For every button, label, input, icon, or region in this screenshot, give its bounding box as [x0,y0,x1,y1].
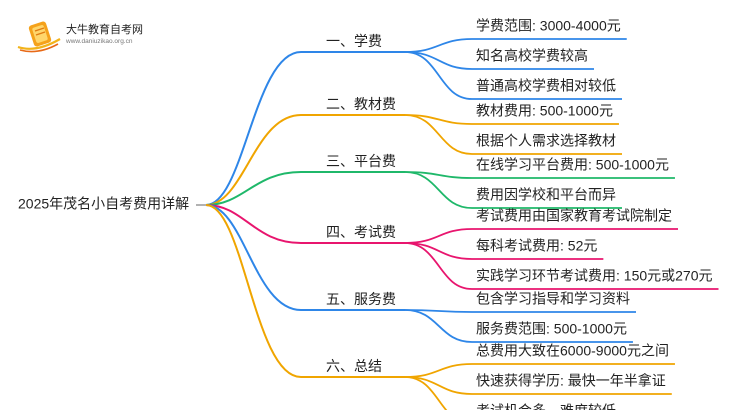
leaf-label: 学费范围: 3000-4000元 [476,18,621,34]
leaf-connector [404,114,473,155]
leaf-connector [404,242,473,290]
leaf-label: 考试费用由国家教育考试院制定 [476,208,672,224]
branch-label: 六、总结 [326,358,382,374]
leaf-connector [404,376,448,410]
branch-label: 五、服务费 [326,291,396,307]
leaf-label: 服务费范围: 500-1000元 [476,321,627,337]
branch-connector [205,171,405,206]
leaf-connector [404,51,473,100]
branch-label: 四、考试费 [326,224,396,240]
leaf-label: 实践学习环节考试费用: 150元或270元 [476,268,713,284]
branch-label: 二、教材费 [326,96,396,112]
leaf-label: 费用因学校和平台而异 [476,187,616,203]
logo-site-url: www.daniuzikao.org.cn [66,38,133,45]
leaf-label: 知名高校学费较高 [476,48,588,64]
book-logo-icon [17,21,61,53]
leaf-label: 普通高校学费相对较低 [476,78,616,94]
leaf-connector [404,228,473,244]
leaf-connector [404,309,473,343]
leaf-label: 根据个人需求选择教材 [476,133,616,149]
leaf-connector [404,363,473,378]
logo-site-name: 大牛教育自考网 [66,24,143,36]
leaf-label: 在线学习平台费用: 500-1000元 [476,157,669,173]
leaf-label: 包含学习指导和学习资料 [476,291,630,307]
root-topic: 2025年茂名小自考费用详解 [18,196,189,212]
leaf-connector [404,38,473,53]
branch-connector [205,114,405,206]
site-logo: 大牛教育自考网 www.daniuzikao.org.cn [12,14,147,54]
branch-connector [205,204,405,311]
leaf-label: 考试机会多，难度较低 [476,403,616,410]
branch-connector [205,51,405,206]
branch-connector [205,204,405,244]
branch-connector [205,204,405,378]
leaf-label: 快速获得学历: 最快一年半拿证 [476,373,666,389]
leaf-label: 每科考试费用: 52元 [476,238,597,254]
branch-label: 三、平台费 [326,153,396,169]
branch-label: 一、学费 [326,33,382,49]
leaf-label: 总费用大致在6000-9000元之间 [476,343,669,359]
leaf-label: 教材费用: 500-1000元 [476,103,613,119]
leaf-connector [404,171,473,209]
